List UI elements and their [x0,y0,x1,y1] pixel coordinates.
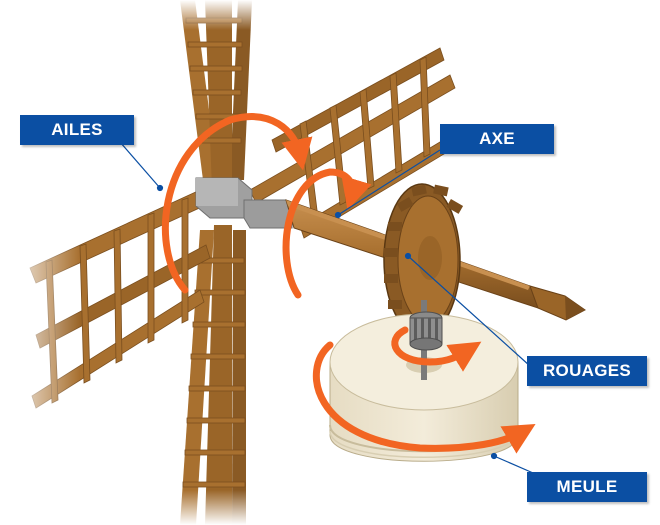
arrow-ailes [161,113,313,294]
hub [195,177,293,229]
fade-top [160,0,270,30]
label-axe: AXE [440,124,554,154]
sail-vertical [180,0,252,525]
label-meule: MEULE [527,472,647,502]
label-rouages: ROUAGES [527,356,647,386]
label-ailes: AILES [20,115,134,145]
arrow-rouages [391,326,482,372]
fade-bottom [160,490,270,525]
rotation-arrows [161,113,536,454]
leader-ailes [119,141,161,189]
lantern-pinion [409,300,443,380]
leader-axe [337,149,441,216]
arrow-axe [282,168,372,299]
leader-rouages [407,255,531,367]
leader-lines [119,141,541,477]
gear-wheel [383,183,464,337]
fade-left [0,230,80,430]
arrow-meule [312,341,536,454]
